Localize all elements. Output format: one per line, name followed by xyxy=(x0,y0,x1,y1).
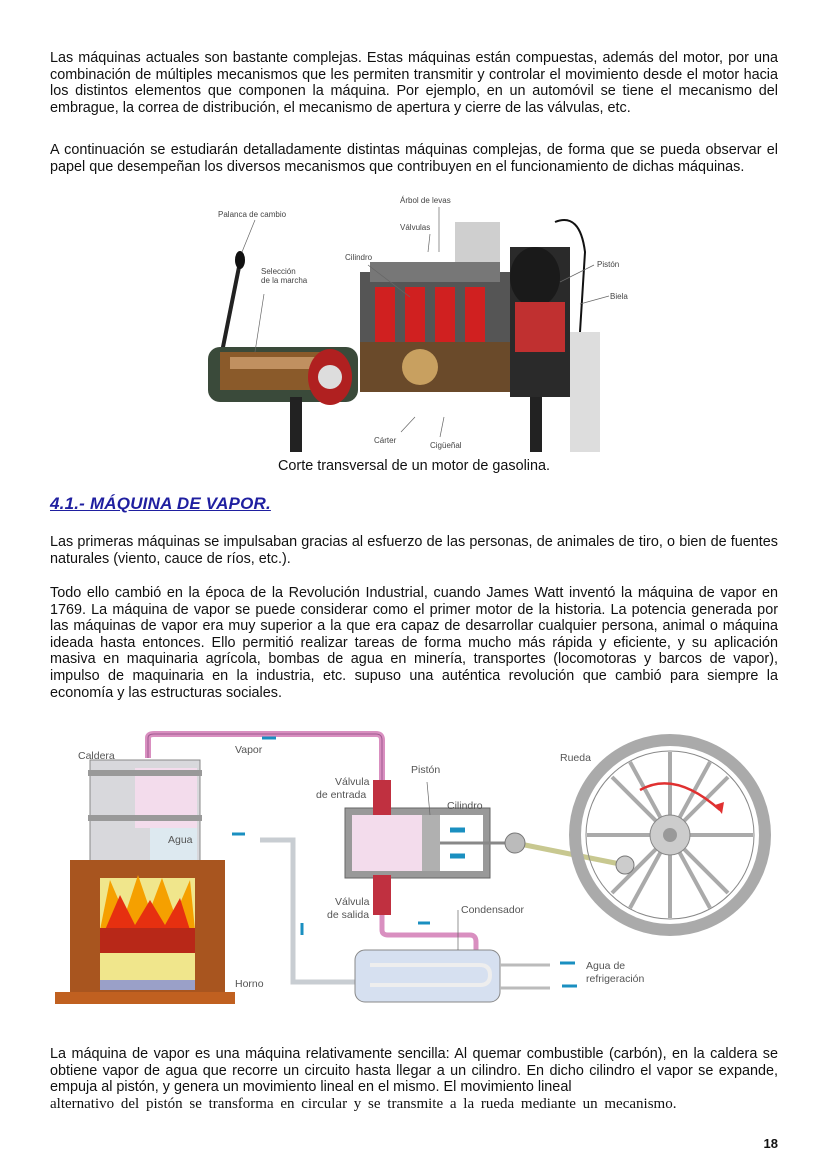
engine-figure-caption: Corte transversal de un motor de gasolin… xyxy=(278,458,550,474)
label-horno: Horno xyxy=(235,978,264,990)
engine-cross-section-figure: Palanca de cambio Selección de la marcha… xyxy=(200,192,628,457)
section-heading: 4.1.- MÁQUINA DE VAPOR. xyxy=(50,494,271,513)
closing-paragraph-last-line: alternativo del pistón se transforma en … xyxy=(50,1095,677,1112)
label-agua-refrigeracion-1: Agua de xyxy=(586,960,626,972)
label-agua-refrigeracion-2: refrigeración xyxy=(586,973,645,985)
label-rueda: Rueda xyxy=(560,752,591,764)
label-piston: Pistón xyxy=(411,764,441,776)
label-valvula-salida-1: Válvula xyxy=(335,896,370,908)
steam-engine-illustration xyxy=(55,731,771,1004)
label-cilindro: Cilindro xyxy=(345,253,373,262)
label-seleccion: Selección xyxy=(261,267,296,276)
label-condensador: Condensador xyxy=(461,904,525,916)
label-arbol-de-levas: Árbol de levas xyxy=(400,196,451,205)
section-paragraph-1: Las primeras máquinas se impulsaban grac… xyxy=(50,534,778,567)
label-caldera: Caldera xyxy=(78,750,115,762)
closing-paragraph: La máquina de vapor es una máquina relat… xyxy=(50,1046,778,1112)
label-valvulas: Válvulas xyxy=(400,223,431,232)
label-valvula-salida-2: de salida xyxy=(327,909,370,921)
label-palanca-de-cambio: Palanca de cambio xyxy=(218,210,287,219)
page-number: 18 xyxy=(763,1136,778,1151)
label-biela: Biela xyxy=(610,292,628,301)
label-valvula-entrada-2: de entrada xyxy=(316,789,367,801)
closing-paragraph-main: La máquina de vapor es una máquina relat… xyxy=(50,1046,778,1096)
engine-illustration xyxy=(208,207,610,452)
label-agua: Agua xyxy=(168,834,193,846)
section-paragraph-2: Todo ello cambió en la época de la Revol… xyxy=(50,585,778,701)
label-valvula-entrada-1: Válvula xyxy=(335,776,370,788)
label-cilindro: Cilindro xyxy=(447,800,483,812)
intro-paragraph-1: Las máquinas actuales son bastante compl… xyxy=(50,50,778,116)
steam-engine-diagram: Caldera Vapor Agua Horno Válvula de entr… xyxy=(50,730,780,1010)
label-vapor: Vapor xyxy=(235,744,263,756)
label-ciguenal: Cigüeñal xyxy=(430,441,462,450)
intro-paragraph-2: A continuación se estudiarán detalladame… xyxy=(50,142,778,175)
label-carter: Cárter xyxy=(374,436,397,445)
label-de-la-marcha: de la marcha xyxy=(261,276,308,285)
label-piston: Pistón xyxy=(597,260,620,269)
